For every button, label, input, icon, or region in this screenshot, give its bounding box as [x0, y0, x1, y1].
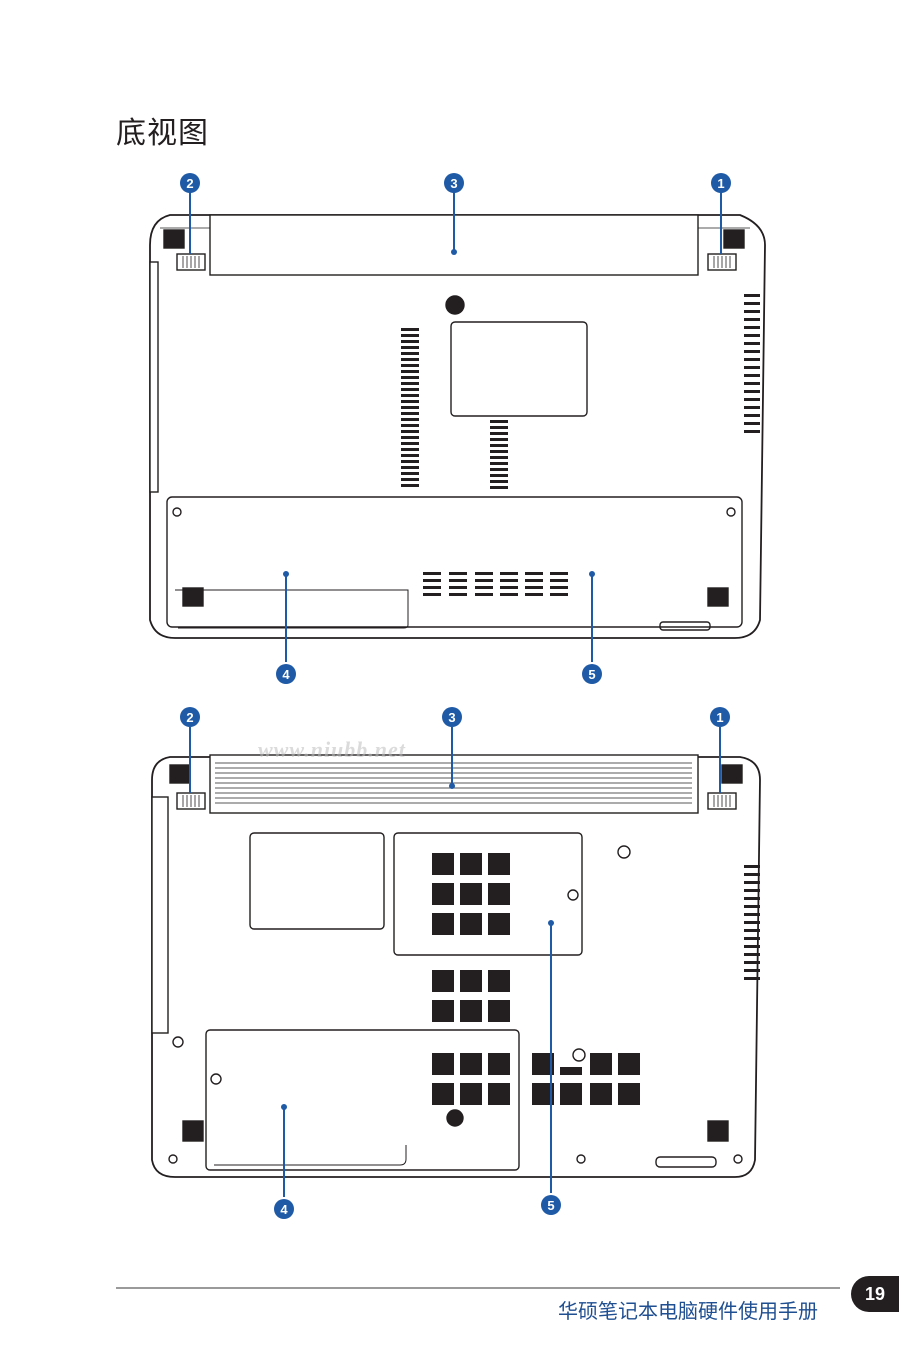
- svg-text:4: 4: [280, 1202, 288, 1217]
- callout-4: 4: [276, 664, 296, 684]
- callout-5: 5: [582, 664, 602, 684]
- svg-text:4: 4: [282, 667, 290, 682]
- callout-3: 3: [442, 707, 462, 727]
- svg-text:1: 1: [717, 176, 724, 191]
- watermark: www.niubb.net: [258, 737, 406, 762]
- svg-text:2: 2: [186, 176, 193, 191]
- callout-4: 4: [274, 1199, 294, 1219]
- bottom-view-diagram-2: 2 3 1 4 5: [0, 705, 906, 1225]
- svg-text:5: 5: [588, 667, 595, 682]
- callout-1: 1: [710, 707, 730, 727]
- svg-text:3: 3: [448, 710, 455, 725]
- callout-3: 3: [444, 173, 464, 193]
- svg-text:1: 1: [716, 710, 723, 725]
- callout-2: 2: [180, 173, 200, 193]
- callout-2: 2: [180, 707, 200, 727]
- footer-divider: [116, 1287, 840, 1289]
- page-number: 19: [851, 1276, 899, 1312]
- svg-text:5: 5: [547, 1198, 554, 1213]
- page-title: 底视图: [116, 116, 209, 151]
- footer-title: 华硕笔记本电脑硬件使用手册: [558, 1299, 818, 1323]
- callout-5: 5: [541, 1195, 561, 1215]
- bottom-view-diagram-1: 2 3 1 4 5: [0, 170, 906, 700]
- callout-1: 1: [711, 173, 731, 193]
- svg-text:2: 2: [186, 710, 193, 725]
- svg-text:3: 3: [450, 176, 457, 191]
